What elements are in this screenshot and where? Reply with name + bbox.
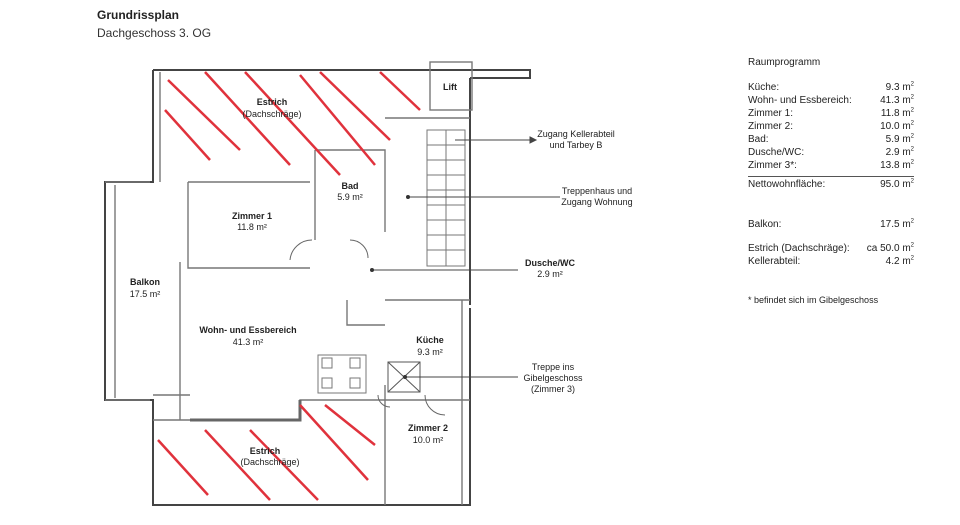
raumprogramm-row-value: 13.8 m2 xyxy=(880,159,914,171)
estrich-row-label: Estrich (Dachschräge): xyxy=(748,243,850,254)
plan-subtitle: Dachgeschoss 3. OG xyxy=(97,26,212,40)
estrich-top-label: Estrich xyxy=(257,97,288,107)
raumprogramm-row-value: 2.9 m2 xyxy=(885,146,914,158)
raumprogramm-row: Zimmer 2: 10.0 m2 xyxy=(748,121,914,134)
raumprogramm-row-value: 9.3 m2 xyxy=(885,81,914,93)
plan-title: Grundrissplan xyxy=(97,8,180,22)
kueche-label: Küche xyxy=(416,335,444,345)
netto-row: Nettowohnfläche: 95.0 m2 xyxy=(748,179,914,192)
footnote: * befindet sich im Gibelgeschoss xyxy=(748,295,879,305)
callout-gibel-2: Gibelgeschoss xyxy=(523,373,583,383)
netto-value: 95.0 m2 xyxy=(880,178,914,190)
zimmer2-area: 10.0 m² xyxy=(413,435,444,445)
keller-row-value: 4.2 m2 xyxy=(885,255,914,267)
raumprogramm-row: Wohn- und Essbereich: 41.3 m2 xyxy=(748,95,914,108)
callout-gibel-1: Treppe ins xyxy=(532,362,575,372)
zimmer1-label: Zimmer 1 xyxy=(232,211,272,221)
door-arcs xyxy=(289,239,446,416)
raumprogramm-heading: Raumprogramm xyxy=(748,57,821,68)
wohn-wall xyxy=(190,400,302,422)
balkon-area: 17.5 m² xyxy=(130,289,161,299)
balkon-label: Balkon xyxy=(130,277,160,287)
keller-row: Kellerabteil: 4.2 m2 xyxy=(748,256,914,269)
inner-walls xyxy=(105,61,473,505)
dusche-label: Dusche/WC xyxy=(525,258,576,268)
leader-dots xyxy=(370,195,410,379)
callout-keller-1: Zugang Kellerabteil xyxy=(537,129,615,139)
raumprogramm-row-label: Wohn- und Essbereich: xyxy=(748,95,852,106)
dining-table xyxy=(317,354,367,394)
wohn-area: 41.3 m² xyxy=(233,337,264,347)
estrich-row-value: ca 50.0 m2 xyxy=(866,242,914,254)
leader-lines xyxy=(372,136,560,378)
bad-area: 5.9 m² xyxy=(337,192,363,202)
bad-label: Bad xyxy=(341,181,358,191)
raumprogramm-row: Bad: 5.9 m2 xyxy=(748,134,914,147)
callout-treppe-2: Zugang Wohnung xyxy=(561,197,632,207)
estrich-row: Estrich (Dachschräge): ca 50.0 m2 xyxy=(748,243,914,256)
wohn-label: Wohn- und Essbereich xyxy=(199,325,296,335)
raumprogramm-row-label: Bad: xyxy=(748,134,769,145)
raumprogramm-row-value: 5.9 m2 xyxy=(885,133,914,145)
raumprogramm-row-label: Küche: xyxy=(748,82,780,93)
raumprogramm-row: Zimmer 3*: 13.8 m2 xyxy=(748,160,914,173)
lift-label: Lift xyxy=(443,82,457,92)
raumprogramm-row-value: 11.8 m2 xyxy=(880,107,914,119)
estrich-bottom-label: Estrich xyxy=(250,446,281,456)
raumprogramm-row-label: Zimmer 1: xyxy=(748,108,793,119)
netto-label: Nettowohnfläche: xyxy=(748,179,826,190)
balkon-row: Balkon: 17.5 m2 xyxy=(748,219,914,232)
estrich-top-sub: (Dachschräge) xyxy=(242,109,301,119)
callout-gibel-3: (Zimmer 3) xyxy=(531,384,575,394)
raumprogramm-row: Zimmer 1: 11.8 m2 xyxy=(748,108,914,121)
zimmer2-label: Zimmer 2 xyxy=(408,423,448,433)
staircase xyxy=(426,129,466,267)
callout-keller-2: und Tarbey B xyxy=(550,140,603,150)
kueche-area: 9.3 m² xyxy=(417,347,443,357)
raumprogramm-row-value: 41.3 m2 xyxy=(880,94,914,106)
raumprogramm-row-label: Zimmer 2: xyxy=(748,121,793,132)
raumprogramm-row: Dusche/WC: 2.9 m2 xyxy=(748,147,914,160)
outer-walls xyxy=(104,69,531,506)
balkon-row-label: Balkon: xyxy=(748,219,782,230)
hatch-top xyxy=(164,71,421,176)
netto-divider xyxy=(748,176,914,177)
raumprogramm-row: Küche: 9.3 m2 xyxy=(748,82,914,95)
balkon-row-value: 17.5 m2 xyxy=(880,218,914,230)
keller-row-label: Kellerabteil: xyxy=(748,256,801,267)
zimmer1-area: 11.8 m² xyxy=(237,222,267,232)
estrich-bottom-sub: (Dachschräge) xyxy=(240,457,299,467)
dusche-area: 2.9 m² xyxy=(537,269,563,279)
callout-treppe-1: Treppenhaus und xyxy=(562,186,632,196)
raumprogramm-row-label: Dusche/WC: xyxy=(748,147,805,158)
raumprogramm-row-value: 10.0 m2 xyxy=(880,120,914,132)
raumprogramm-row-label: Zimmer 3*: xyxy=(748,160,797,171)
hatch-bottom xyxy=(157,404,376,501)
